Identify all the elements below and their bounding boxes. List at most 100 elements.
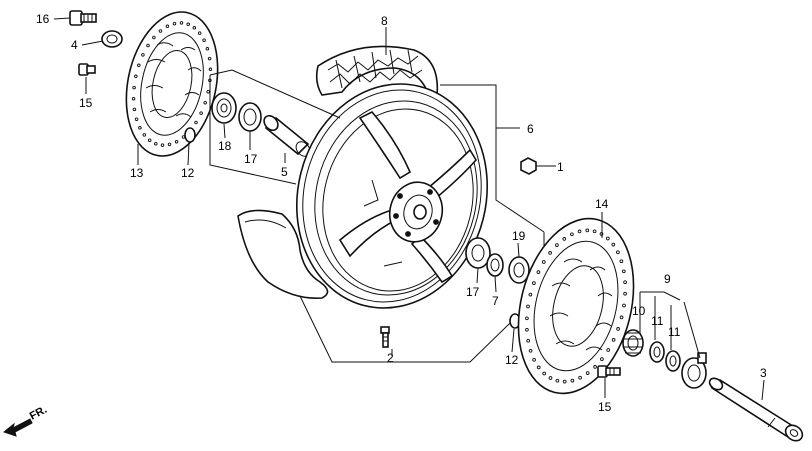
disc-hole bbox=[142, 133, 147, 137]
disc-hole bbox=[132, 85, 136, 90]
callout-2: 2 bbox=[387, 351, 394, 365]
disc-hole bbox=[526, 338, 531, 343]
disc-hole bbox=[578, 375, 582, 380]
disc-hole bbox=[205, 47, 210, 51]
seal-11b bbox=[665, 350, 681, 372]
disc-hole bbox=[616, 250, 620, 255]
disc-hole bbox=[532, 357, 536, 362]
spacer-5 bbox=[263, 114, 311, 157]
callout-13: 13 bbox=[130, 166, 144, 180]
callout-5: 5 bbox=[281, 165, 288, 179]
disc-hole bbox=[536, 270, 541, 274]
disc-hole bbox=[192, 26, 197, 30]
disc-hole bbox=[555, 243, 559, 247]
disc-hole bbox=[621, 269, 626, 274]
disc-hole bbox=[611, 338, 616, 342]
disc-hole bbox=[525, 316, 529, 321]
disc-hole bbox=[203, 100, 207, 105]
callout-11b: 11 bbox=[668, 325, 681, 339]
group-bracket-9 bbox=[639, 291, 701, 359]
disc-hole bbox=[592, 229, 597, 234]
disc-hole bbox=[611, 242, 616, 247]
disc-hole bbox=[548, 376, 553, 380]
disc-hole bbox=[555, 378, 560, 383]
disc-hole bbox=[207, 56, 212, 61]
callout-10: 10 bbox=[632, 304, 646, 318]
disc-hole bbox=[622, 303, 626, 308]
disc-hole bbox=[134, 117, 139, 121]
disc-hole bbox=[141, 53, 145, 57]
disc-hole bbox=[570, 378, 575, 383]
callout-15-right: 15 bbox=[598, 400, 612, 414]
right-brake-disc bbox=[517, 217, 635, 395]
direction-label: FR. bbox=[28, 404, 49, 423]
disc-hole bbox=[616, 327, 620, 331]
disc-hole bbox=[160, 143, 165, 147]
disc-hole bbox=[202, 38, 206, 42]
callout-8: 8 bbox=[381, 14, 388, 28]
disc-hole bbox=[199, 111, 203, 115]
disc-hole bbox=[152, 35, 156, 40]
tire-8 bbox=[237, 45, 439, 299]
callout-11a: 11 bbox=[651, 314, 664, 328]
disc-hole bbox=[532, 281, 536, 285]
callout-6: 6 bbox=[527, 122, 534, 136]
valve-2 bbox=[380, 326, 390, 348]
seal-7 bbox=[486, 253, 504, 277]
callout-17-right: 17 bbox=[466, 285, 480, 299]
disc-hole bbox=[562, 237, 567, 241]
disc-hole bbox=[585, 228, 590, 233]
nut-12-left bbox=[184, 127, 196, 143]
disc-hole bbox=[186, 22, 190, 27]
callout-19: 19 bbox=[512, 229, 526, 243]
disc-hole bbox=[172, 21, 177, 26]
disc-hole bbox=[197, 31, 202, 35]
callout-16: 16 bbox=[36, 12, 50, 26]
disc-hole bbox=[174, 139, 179, 144]
disc-hole bbox=[619, 259, 624, 264]
disc-hole bbox=[593, 365, 597, 369]
balance-weight-1 bbox=[520, 157, 537, 175]
disc-hole bbox=[134, 74, 138, 79]
disc-hole bbox=[132, 107, 137, 112]
callout-1: 1 bbox=[557, 160, 564, 174]
gear-10 bbox=[622, 329, 644, 357]
disc-hole bbox=[179, 21, 184, 25]
callout-7: 7 bbox=[492, 294, 499, 308]
callout-17-left: 17 bbox=[244, 152, 258, 166]
bolt-15-right bbox=[597, 365, 621, 378]
disc-hole bbox=[548, 251, 552, 255]
disc-hole bbox=[131, 96, 136, 101]
disc-hole bbox=[536, 365, 541, 370]
disc-hole bbox=[570, 232, 574, 237]
bearing-18 bbox=[211, 92, 237, 124]
callout-12-left: 12 bbox=[181, 166, 195, 180]
disc-hole bbox=[562, 379, 567, 384]
callout-4: 4 bbox=[71, 38, 78, 52]
disc-hole bbox=[623, 280, 627, 285]
callout-15-left: 15 bbox=[79, 96, 93, 110]
wheel-rim-6 bbox=[295, 83, 489, 309]
disc-hole bbox=[605, 236, 610, 241]
disc-hole bbox=[137, 63, 141, 68]
callout-labels: 16 4 15 13 12 18 17 5 8 6 1 2 17 7 19 12… bbox=[36, 12, 767, 414]
seal-11a bbox=[649, 341, 665, 363]
disc-hole bbox=[167, 142, 172, 147]
disc-hole bbox=[194, 120, 198, 125]
callout-18: 18 bbox=[218, 139, 232, 153]
callout-14: 14 bbox=[595, 197, 609, 211]
callout-3: 3 bbox=[760, 366, 767, 380]
left-brake-disc bbox=[125, 11, 219, 157]
collar-4 bbox=[101, 30, 123, 48]
callout-12-right: 12 bbox=[505, 353, 519, 367]
disc-hole bbox=[525, 327, 529, 332]
disc-hole bbox=[619, 315, 624, 320]
disc-hole bbox=[138, 126, 142, 130]
disc-hole bbox=[606, 348, 611, 352]
disc-hole bbox=[158, 29, 163, 33]
disc-hole bbox=[541, 260, 546, 264]
disc-hole bbox=[206, 89, 210, 94]
side-collar-9 bbox=[681, 352, 707, 389]
